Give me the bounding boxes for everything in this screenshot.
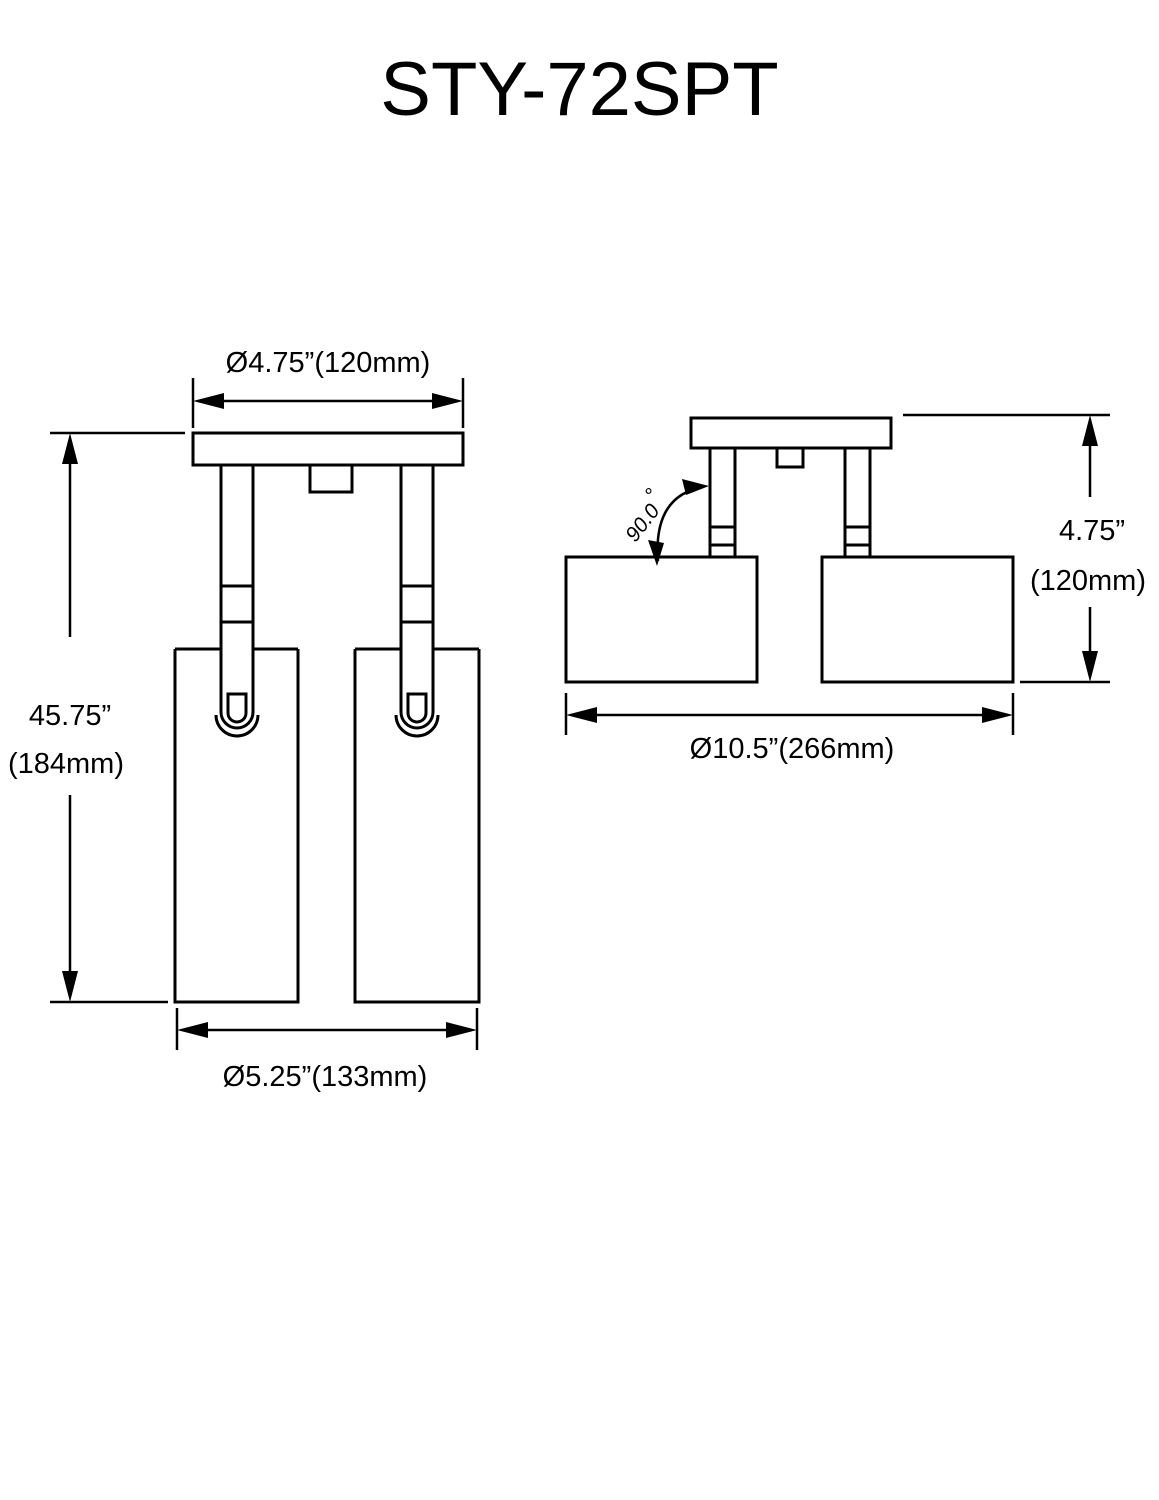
front-left-socket-cap — [214, 714, 260, 738]
front-height-dimension — [50, 431, 185, 1004]
front-view-geometry — [173, 431, 481, 1004]
side-angle-arc — [656, 485, 704, 562]
front-center-box — [308, 463, 354, 494]
side-left-stem-band — [710, 525, 735, 547]
front-right-socket-outer — [399, 688, 435, 730]
side-height-arrow-bottom — [1082, 651, 1098, 682]
front-right-shade — [353, 647, 481, 1004]
front-top-width-label: Ø4.75”(120mm) — [226, 347, 431, 379]
side-left-stem — [708, 448, 737, 557]
front-bottom-arrow-left — [177, 1022, 208, 1038]
front-left-stem — [219, 465, 255, 688]
side-angle-arrow-bottom — [648, 540, 664, 566]
side-width-arrow-right — [982, 707, 1013, 723]
front-right-stem-band — [401, 584, 433, 624]
side-right-stem-band — [845, 525, 870, 547]
front-bottom-width-label: Ø5.25”(133mm) — [223, 1061, 428, 1093]
side-right-shade — [820, 555, 1015, 684]
front-bottom-arrow-right — [446, 1022, 477, 1038]
side-width-arrow-left — [566, 707, 597, 723]
front-top-width-dimension — [191, 378, 465, 428]
side-width-label: Ø10.5”(266mm) — [690, 733, 895, 765]
front-left-stem-band — [221, 584, 253, 624]
side-ceiling-plate — [689, 416, 893, 450]
front-left-socket-inner — [226, 692, 248, 724]
front-top-arrow-left — [193, 393, 224, 409]
front-top-arrow-right — [432, 393, 463, 409]
side-right-stem — [843, 448, 872, 557]
front-height-label-mm: (184mm) — [8, 748, 124, 780]
front-right-socket-cap — [394, 714, 440, 738]
side-width-dimension — [564, 693, 1015, 735]
front-right-socket-inner — [406, 692, 428, 724]
side-height-dimension — [903, 413, 1110, 684]
side-left-shade — [564, 555, 759, 684]
side-view-geometry — [564, 416, 1015, 684]
side-height-label-mm: (120mm) — [1030, 565, 1146, 597]
front-right-stem — [399, 465, 435, 688]
front-ceiling-plate — [191, 431, 465, 467]
front-left-socket-outer — [219, 688, 255, 730]
side-angle-arrow-top — [682, 479, 709, 495]
front-left-shade — [173, 647, 300, 1004]
front-height-label-inches: 45.75” — [29, 700, 111, 732]
front-height-arrow-bottom — [62, 971, 78, 1002]
side-height-arrow-top — [1082, 415, 1098, 446]
page-title: STY-72SPT — [380, 47, 779, 132]
side-height-label-inches: 4.75” — [1059, 515, 1125, 547]
front-bottom-width-dimension — [175, 1008, 479, 1050]
side-center-box — [775, 446, 805, 469]
front-height-arrow-top — [62, 433, 78, 464]
